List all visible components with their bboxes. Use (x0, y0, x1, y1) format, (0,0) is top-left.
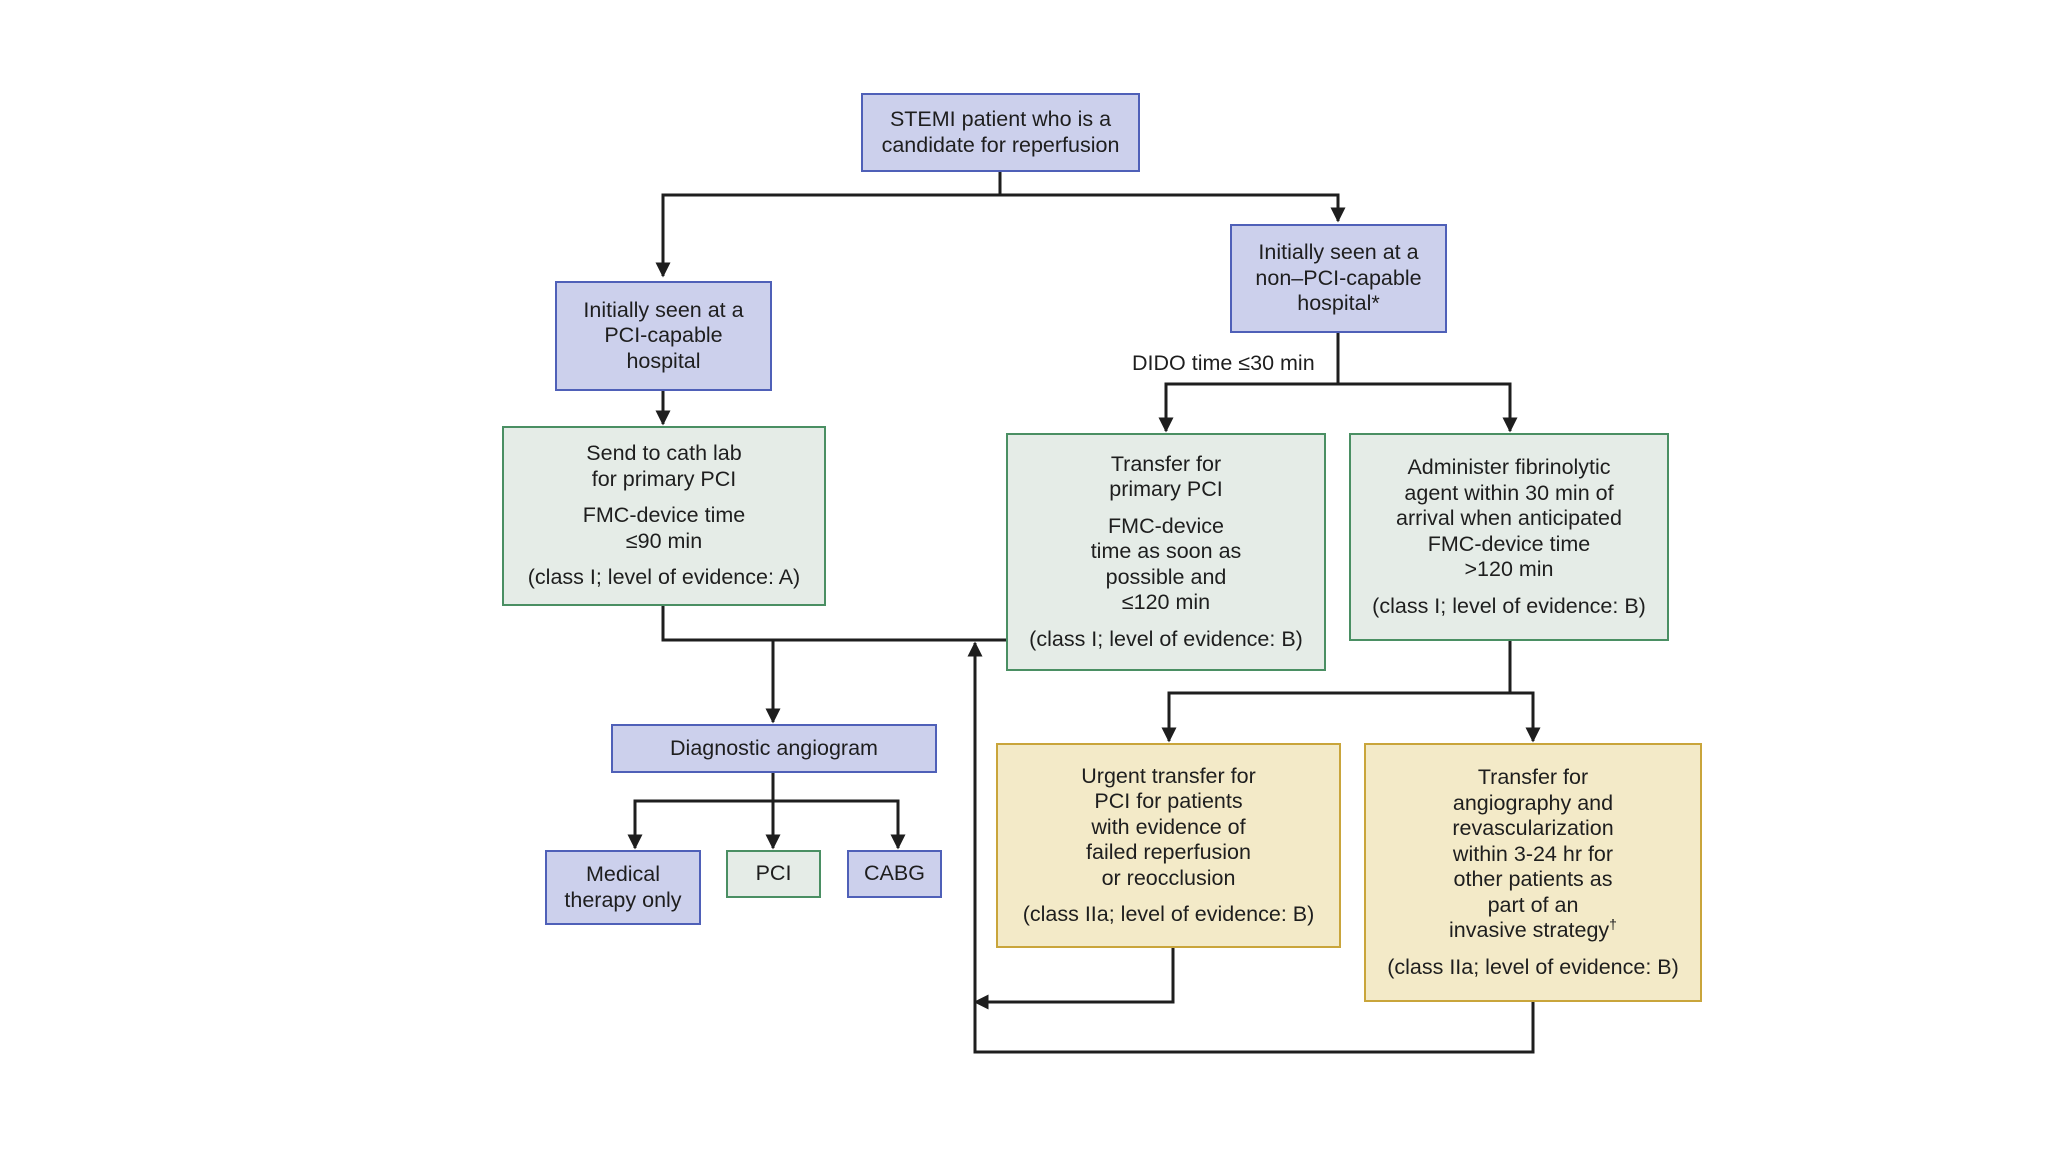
transfer-primary-line1: Transfer for (1110, 451, 1222, 476)
transfer-primary-pci-node: Transfer for primary PCI FMC-device time… (1006, 433, 1326, 671)
transfer-primary-evidence: (class I; level of evidence: B) (1029, 626, 1303, 651)
urgent-transfer-node: Urgent transfer for PCI for patients wit… (996, 743, 1341, 948)
fibrinolytic-line3: arrival when anticipated (1396, 506, 1622, 530)
urgent-line4: failed reperfusion (1086, 840, 1251, 864)
cabg-node: CABG (847, 850, 942, 898)
urgent-evidence: (class IIa; level of evidence: B) (1022, 902, 1315, 926)
transfer-primary-line4: time as soon as (1090, 539, 1242, 564)
arrow-to-cabg (773, 799, 906, 850)
medical-therapy-line1: Medical (585, 862, 661, 886)
fibrinolytic-evidence: (class I; level of evidence: B) (1372, 593, 1646, 618)
urgent-line2: PCI for patients (1094, 789, 1243, 813)
urgent-line5: or reocclusion (1101, 865, 1236, 890)
start-node-text: STEMI patient who is a candidate for rep… (881, 107, 1120, 157)
invasive-line4: within 3-24 hr for (1452, 841, 1614, 866)
transfer-primary-line6: ≤120 min (1121, 590, 1211, 615)
invasive-line3: revascularization (1452, 816, 1614, 840)
non-pci-capable-hospital-node: Initially seen at a non–PCI-capable hosp… (1230, 224, 1447, 333)
medical-therapy-line2: therapy only (564, 887, 682, 912)
urgent-line1: Urgent transfer for (1081, 763, 1256, 788)
fibrinolytic-line4: FMC-device time (1427, 531, 1591, 556)
fibrinolytic-line2: agent within 30 min of (1404, 480, 1614, 505)
arrow-to-transfer-primary (1158, 382, 1338, 433)
diagnostic-angiogram-text: Diagnostic angiogram (670, 735, 878, 760)
pci-capable-hospital-node: Initially seen at a PCI-capable hospital (555, 281, 772, 391)
invasive-line2: angiography and (1452, 790, 1614, 815)
transfer-primary-line3: FMC-device (1108, 513, 1224, 538)
pci-capable-hospital-text: Initially seen at a PCI-capable hospital (583, 297, 744, 373)
arrow-start-to-pci-hospital (655, 172, 1002, 278)
invasive-line5: other patients as (1453, 867, 1613, 891)
non-pci-capable-hospital-text: Initially seen at a non–PCI-capable hosp… (1255, 240, 1422, 316)
cath-lab-line2: for primary PCI (591, 466, 737, 491)
arrow-to-medical (627, 799, 773, 850)
cath-lab-evidence: (class I; level of evidence: A) (527, 565, 801, 590)
arrow-to-fibrinolytic (1338, 382, 1518, 433)
invasive-line7: invasive strategy (1449, 918, 1610, 942)
arrow-to-urgent (1161, 691, 1510, 743)
fibrinolytic-node: Administer fibrinolytic agent within 30 … (1349, 433, 1669, 641)
arrow-start-to-non-pci-hospital (1000, 193, 1346, 223)
arrow-to-invasive (1510, 691, 1541, 743)
medical-therapy-node: Medical therapy only (545, 850, 701, 925)
arrow-invasive-return (967, 641, 1535, 1054)
arrow-urgent-return (973, 948, 1175, 1010)
pci-outcome-text: PCI (755, 861, 792, 886)
fibrinolytic-line1: Administer fibrinolytic (1407, 455, 1611, 479)
cath-lab-node: Send to cath lab for primary PCI FMC-dev… (502, 426, 826, 606)
cath-lab-line4: ≤90 min (625, 528, 703, 553)
dido-time-label: DIDO time ≤30 min (1132, 351, 1315, 375)
invasive-line7-wrap: invasive strategy† (1449, 915, 1617, 944)
invasive-evidence: (class IIa; level of evidence: B) (1387, 954, 1679, 979)
diagnostic-angiogram-node: Diagnostic angiogram (611, 724, 937, 773)
start-node: STEMI patient who is a candidate for rep… (861, 93, 1140, 172)
dagger-footnote-mark: † (1609, 915, 1617, 932)
urgent-line3: with evidence of (1091, 814, 1246, 839)
cath-lab-line3: FMC-device time (582, 503, 746, 528)
pci-outcome-node: PCI (726, 850, 821, 898)
cath-lab-line1: Send to cath lab (586, 441, 742, 466)
transfer-primary-line2: primary PCI (1109, 477, 1223, 502)
invasive-line6: part of an (1487, 892, 1579, 917)
invasive-strategy-node: Transfer for angiography and revasculari… (1364, 743, 1702, 1002)
line-merge-to-diagnostic (661, 606, 1006, 642)
cabg-text: CABG (864, 861, 925, 886)
invasive-line1: Transfer for (1477, 765, 1589, 789)
fibrinolytic-line5: >120 min (1464, 557, 1554, 581)
transfer-primary-line5: possible and (1105, 564, 1227, 589)
